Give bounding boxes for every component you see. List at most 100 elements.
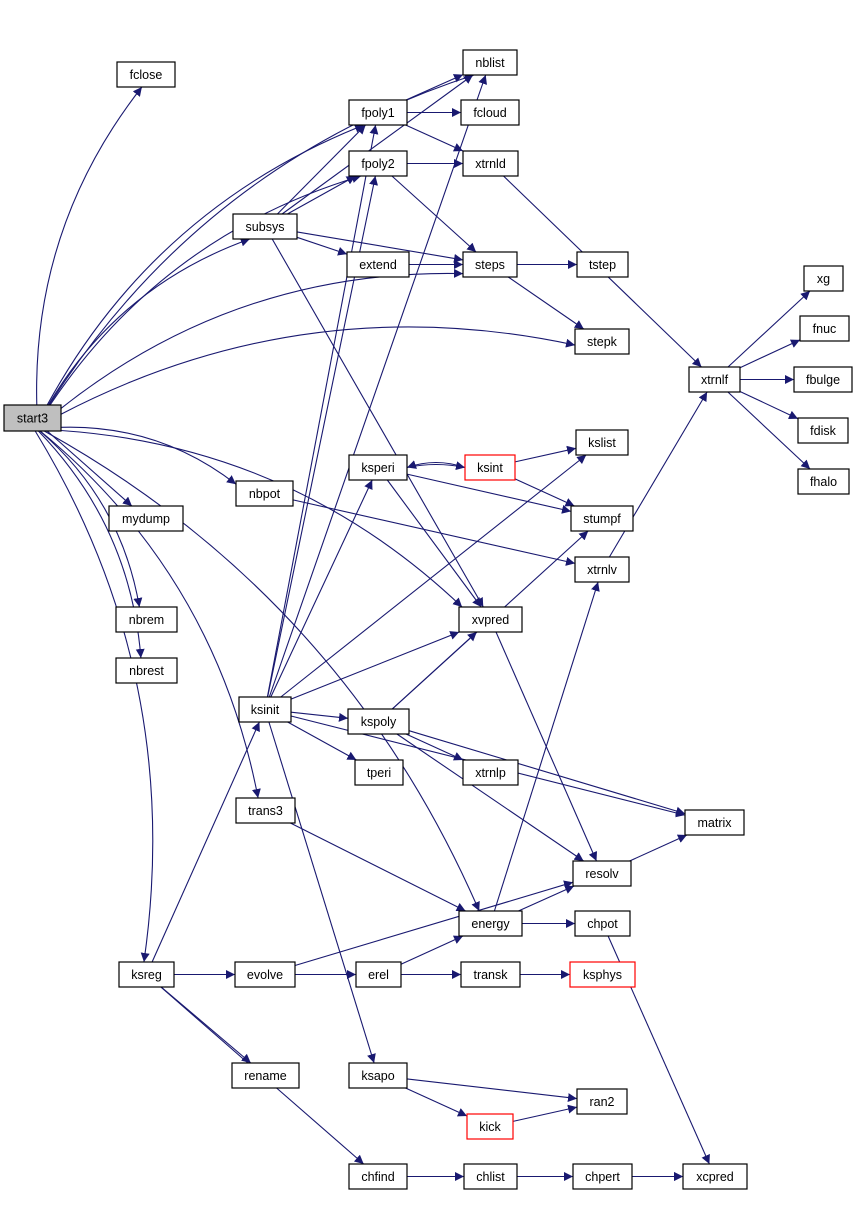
node-box-xcpred[interactable]: [682, 1163, 748, 1190]
node-stepk[interactable]: stepk: [574, 328, 630, 355]
node-box-rename[interactable]: [231, 1062, 300, 1089]
node-box-ran2[interactable]: [576, 1088, 628, 1115]
node-evolve[interactable]: evolve: [234, 961, 296, 988]
node-box-fpoly1[interactable]: [348, 99, 408, 126]
node-box-fpoly2[interactable]: [348, 150, 408, 177]
node-box-kick[interactable]: [466, 1113, 514, 1140]
node-box-fclose[interactable]: [116, 61, 176, 88]
node-chpot[interactable]: chpot: [574, 910, 631, 937]
node-fdisk[interactable]: fdisk: [797, 417, 849, 444]
node-tstep[interactable]: tstep: [576, 251, 629, 278]
node-chpert[interactable]: chpert: [572, 1163, 633, 1190]
node-box-ksphys[interactable]: [569, 961, 636, 988]
node-box-subsys[interactable]: [232, 213, 298, 240]
node-kspoly[interactable]: kspoly: [347, 708, 410, 735]
node-matrix[interactable]: matrix: [684, 809, 745, 836]
node-xg[interactable]: xg: [803, 265, 844, 292]
node-ksint[interactable]: ksint: [464, 454, 516, 481]
node-ksphys[interactable]: ksphys: [569, 961, 636, 988]
node-box-fdisk[interactable]: [797, 417, 849, 444]
node-ksapo[interactable]: ksapo: [348, 1062, 408, 1089]
node-ksreg[interactable]: ksreg: [118, 961, 175, 988]
node-chfind[interactable]: chfind: [348, 1163, 408, 1190]
node-box-fnuc[interactable]: [799, 315, 850, 342]
node-box-energy[interactable]: [458, 910, 523, 937]
node-box-steps[interactable]: [462, 251, 518, 278]
node-box-xtrnlf[interactable]: [688, 366, 741, 393]
node-fnuc[interactable]: fnuc: [799, 315, 850, 342]
node-xtrnlf[interactable]: xtrnlf: [688, 366, 741, 393]
node-ksperi[interactable]: ksperi: [348, 454, 408, 481]
node-box-fcloud[interactable]: [460, 99, 520, 126]
node-box-ksapo[interactable]: [348, 1062, 408, 1089]
node-extend[interactable]: extend: [346, 251, 410, 278]
node-nbrest[interactable]: nbrest: [115, 657, 178, 684]
node-box-chfind[interactable]: [348, 1163, 408, 1190]
node-kslist[interactable]: kslist: [575, 429, 629, 456]
node-box-kspoly[interactable]: [347, 708, 410, 735]
node-start3[interactable]: start3: [3, 404, 62, 432]
node-box-nbrest[interactable]: [115, 657, 178, 684]
node-transk[interactable]: transk: [460, 961, 521, 988]
node-subsys[interactable]: subsys: [232, 213, 298, 240]
node-box-xvpred[interactable]: [458, 606, 523, 633]
node-xcpred[interactable]: xcpred: [682, 1163, 748, 1190]
node-mydump[interactable]: mydump: [108, 505, 184, 532]
node-box-stumpf[interactable]: [570, 505, 634, 532]
node-fpoly1[interactable]: fpoly1: [348, 99, 408, 126]
node-box-chpot[interactable]: [574, 910, 631, 937]
node-box-matrix[interactable]: [684, 809, 745, 836]
node-steps[interactable]: steps: [462, 251, 518, 278]
node-box-kslist[interactable]: [575, 429, 629, 456]
node-box-extend[interactable]: [346, 251, 410, 278]
node-stumpf[interactable]: stumpf: [570, 505, 634, 532]
node-xtrnlv[interactable]: xtrnlv: [574, 556, 630, 583]
node-xtrnlp[interactable]: xtrnlp: [462, 759, 519, 786]
node-energy[interactable]: energy: [458, 910, 523, 937]
node-xtrnld[interactable]: xtrnld: [462, 150, 519, 177]
node-box-ksinit[interactable]: [238, 696, 292, 723]
node-box-resolv[interactable]: [572, 860, 632, 887]
node-kick[interactable]: kick: [466, 1113, 514, 1140]
node-box-nbpot[interactable]: [235, 480, 294, 507]
node-nbrem[interactable]: nbrem: [115, 606, 178, 633]
node-box-chpert[interactable]: [572, 1163, 633, 1190]
node-box-xg[interactable]: [803, 265, 844, 292]
node-resolv[interactable]: resolv: [572, 860, 632, 887]
node-box-xtrnlv[interactable]: [574, 556, 630, 583]
node-fbulge[interactable]: fbulge: [793, 366, 853, 393]
node-chlist[interactable]: chlist: [463, 1163, 518, 1190]
node-trans3[interactable]: trans3: [235, 797, 296, 824]
node-ran2[interactable]: ran2: [576, 1088, 628, 1115]
node-box-stepk[interactable]: [574, 328, 630, 355]
node-fhalo[interactable]: fhalo: [797, 468, 850, 495]
node-nblist[interactable]: nblist: [462, 49, 518, 76]
node-fpoly2[interactable]: fpoly2: [348, 150, 408, 177]
node-box-xtrnld[interactable]: [462, 150, 519, 177]
node-box-ksint[interactable]: [464, 454, 516, 481]
node-fclose[interactable]: fclose: [116, 61, 176, 88]
node-fcloud[interactable]: fcloud: [460, 99, 520, 126]
node-box-nblist[interactable]: [462, 49, 518, 76]
node-box-erel[interactable]: [355, 961, 402, 988]
node-box-xtrnlp[interactable]: [462, 759, 519, 786]
node-box-ksreg[interactable]: [118, 961, 175, 988]
node-box-start3[interactable]: [3, 404, 62, 432]
node-xvpred[interactable]: xvpred: [458, 606, 523, 633]
node-box-fbulge[interactable]: [793, 366, 853, 393]
node-box-nbrem[interactable]: [115, 606, 178, 633]
node-box-chlist[interactable]: [463, 1163, 518, 1190]
node-box-fhalo[interactable]: [797, 468, 850, 495]
node-tperi[interactable]: tperi: [354, 759, 404, 786]
node-ksinit[interactable]: ksinit: [238, 696, 292, 723]
node-box-trans3[interactable]: [235, 797, 296, 824]
node-box-mydump[interactable]: [108, 505, 184, 532]
node-nbpot[interactable]: nbpot: [235, 480, 294, 507]
node-erel[interactable]: erel: [355, 961, 402, 988]
node-box-tstep[interactable]: [576, 251, 629, 278]
node-rename[interactable]: rename: [231, 1062, 300, 1089]
node-box-tperi[interactable]: [354, 759, 404, 786]
node-box-transk[interactable]: [460, 961, 521, 988]
node-box-evolve[interactable]: [234, 961, 296, 988]
node-box-ksperi[interactable]: [348, 454, 408, 481]
